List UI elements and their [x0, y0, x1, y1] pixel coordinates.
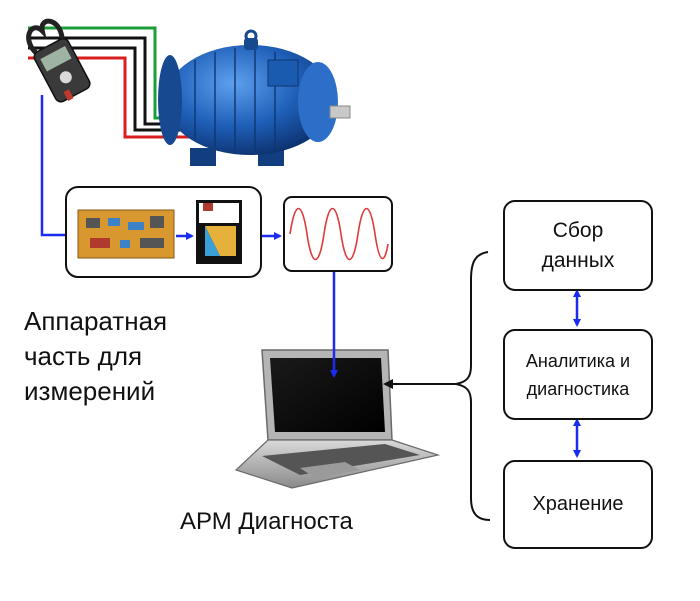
laptop-icon	[234, 349, 441, 489]
hardware-label: Аппаратная часть для измерений	[24, 304, 224, 409]
storage-block: Хранение	[503, 460, 653, 549]
data-card-icon	[196, 200, 242, 264]
sine-wave-icon	[289, 208, 389, 260]
data-collection-line-2: данных	[541, 248, 615, 272]
analytics-line-2: диагностика	[526, 378, 630, 399]
hardware-label-line-2: часть для	[24, 341, 143, 371]
clamp-meter-icon	[26, 18, 91, 103]
circuit-board-icon	[77, 209, 175, 259]
hardware-label-line-3: измерений	[24, 376, 156, 406]
data-collection-block: Сбор данных	[503, 200, 653, 291]
electric-motor-icon	[158, 29, 351, 166]
group-brace	[455, 251, 491, 521]
analytics-line-1: Аналитика и	[525, 350, 631, 371]
storage-label: Хранение	[532, 493, 624, 515]
hardware-label-line-1: Аппаратная	[24, 306, 168, 336]
data-collection-line-1: Сбор	[552, 218, 604, 242]
analytics-diagnostics-block: Аналитика и диагностика	[503, 329, 653, 420]
workstation-label: АРМ Диагноста	[180, 508, 353, 535]
